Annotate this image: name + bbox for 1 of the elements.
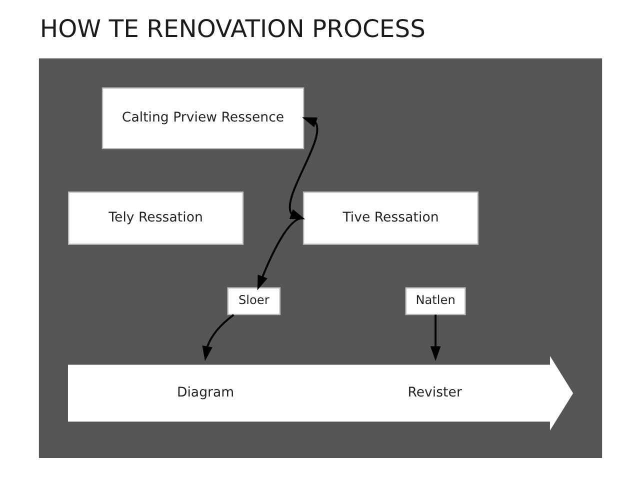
diagram-title: HOW TE RENOVATION PROCESS (39, 15, 425, 44)
